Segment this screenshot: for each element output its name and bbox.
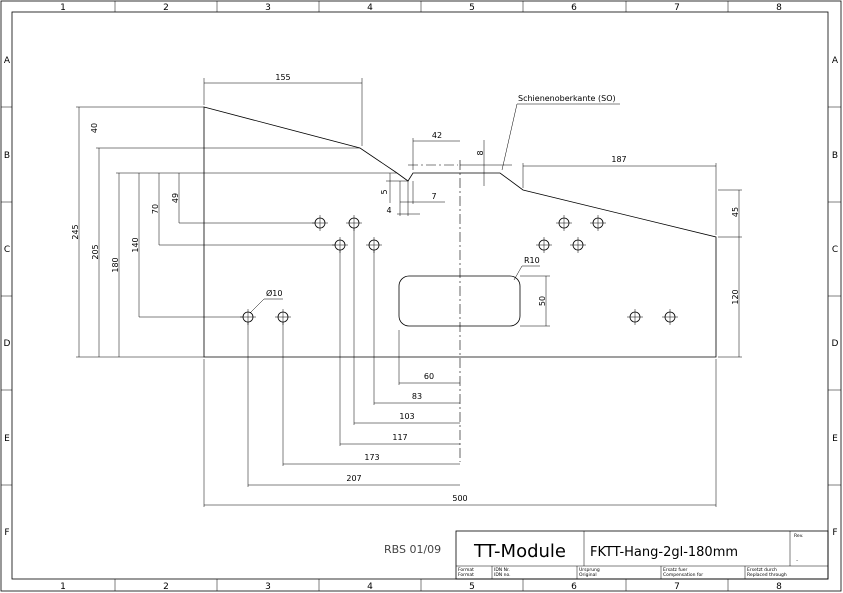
dimension-labels: 155 42 8 187 5 7 4 45 120 40 49 70 140 1… bbox=[71, 73, 740, 503]
idn-label-en: IDN no. bbox=[494, 572, 511, 578]
dim-117: 117 bbox=[392, 433, 407, 442]
col-label: 8 bbox=[776, 3, 782, 13]
dim-60: 60 bbox=[424, 372, 434, 381]
drawing-code: RBS 01/09 bbox=[384, 543, 441, 556]
rail-top-label: Schienenoberkante (SO) bbox=[518, 94, 616, 103]
hole-diameter-label: Ø10 bbox=[266, 288, 282, 298]
dim-205: 205 bbox=[91, 244, 100, 259]
dim-40: 40 bbox=[90, 123, 99, 133]
col-label: 6 bbox=[571, 582, 577, 592]
dim-50: 50 bbox=[538, 296, 547, 306]
col-label: 1 bbox=[60, 3, 66, 13]
slot-radius-label: R10 bbox=[524, 256, 540, 265]
part-outline bbox=[203, 106, 717, 358]
row-label: F bbox=[832, 528, 837, 538]
replaces-label-en: Compensation for bbox=[663, 572, 703, 578]
dim-45: 45 bbox=[731, 207, 740, 217]
row-label: D bbox=[4, 339, 11, 349]
col-label: 1 bbox=[60, 582, 66, 592]
hole-icon bbox=[556, 215, 572, 231]
dim-103: 103 bbox=[399, 412, 414, 421]
dim-49: 49 bbox=[171, 193, 180, 203]
row-label: C bbox=[832, 245, 838, 255]
dim-8: 8 bbox=[476, 150, 485, 155]
col-label: 7 bbox=[674, 582, 680, 592]
title-block: TT-Module FKTT-Hang-2gl-180mm Rev. – For… bbox=[455, 530, 829, 580]
dim-7: 7 bbox=[431, 192, 436, 201]
row-label: E bbox=[4, 434, 10, 444]
replaced-by-label: Ersetzt durch bbox=[747, 567, 777, 573]
row-label: C bbox=[4, 245, 10, 255]
dim-245: 245 bbox=[71, 224, 80, 239]
hole-icon bbox=[590, 215, 606, 231]
dim-42: 42 bbox=[432, 131, 442, 140]
dim-120: 120 bbox=[731, 289, 740, 304]
row-label: A bbox=[4, 56, 11, 66]
hole-icon bbox=[662, 309, 678, 325]
slot-cutout bbox=[398, 275, 521, 327]
dim-180: 180 bbox=[111, 257, 120, 272]
rev-value: – bbox=[796, 559, 799, 564]
format-label: Format bbox=[458, 567, 474, 573]
dim-5: 5 bbox=[380, 189, 389, 194]
col-label: 5 bbox=[469, 3, 475, 13]
rev-label: Rev. bbox=[794, 533, 803, 539]
col-label: 3 bbox=[265, 582, 271, 592]
replaced-by-label-en: Replaced through bbox=[747, 572, 787, 578]
col-label: 4 bbox=[367, 3, 373, 13]
col-label: 2 bbox=[163, 3, 169, 13]
drawing-name: FKTT-Hang-2gl-180mm bbox=[590, 545, 738, 560]
dim-207: 207 bbox=[346, 474, 361, 483]
format-label-en: Format bbox=[458, 572, 474, 578]
dim-173: 173 bbox=[364, 453, 379, 462]
replaces-label: Ersatz fuer bbox=[663, 567, 688, 573]
grid-column-labels-bottom: 1 2 3 4 5 6 7 8 bbox=[60, 582, 782, 592]
grid-row-labels-right: A B C D E F bbox=[832, 56, 839, 538]
row-label: A bbox=[832, 56, 839, 66]
dimension-lines bbox=[76, 78, 742, 507]
col-label: 7 bbox=[674, 3, 680, 13]
hole-icon bbox=[536, 237, 552, 253]
idn-label: IDN Nr. bbox=[494, 567, 510, 573]
dim-4: 4 bbox=[386, 206, 391, 215]
dim-500: 500 bbox=[452, 494, 467, 503]
dim-83: 83 bbox=[412, 392, 422, 401]
col-label: 8 bbox=[776, 582, 782, 592]
grid-column-labels-top: 1 2 3 4 5 6 7 8 bbox=[60, 3, 782, 13]
col-label: 6 bbox=[571, 3, 577, 13]
row-label: B bbox=[4, 151, 10, 161]
brand-title: TT-Module bbox=[473, 541, 566, 562]
row-label: B bbox=[832, 151, 838, 161]
mounting-holes bbox=[240, 215, 678, 325]
hole-icon bbox=[570, 237, 586, 253]
original-label-en: Original bbox=[579, 572, 597, 578]
col-label: 5 bbox=[469, 582, 475, 592]
original-label: Ursprung bbox=[579, 567, 600, 573]
row-label: F bbox=[4, 528, 9, 538]
dim-155: 155 bbox=[275, 73, 290, 82]
row-label: E bbox=[832, 434, 838, 444]
col-label: 3 bbox=[265, 3, 271, 13]
col-label: 2 bbox=[163, 582, 169, 592]
row-label: D bbox=[832, 339, 839, 349]
hole-icon bbox=[627, 309, 643, 325]
dim-70: 70 bbox=[151, 204, 160, 214]
inner-frame bbox=[11, 11, 829, 580]
dim-140: 140 bbox=[131, 237, 140, 252]
col-label: 4 bbox=[367, 582, 373, 592]
grid-row-labels-left: A B C D E F bbox=[4, 56, 11, 538]
dim-187: 187 bbox=[611, 155, 626, 164]
